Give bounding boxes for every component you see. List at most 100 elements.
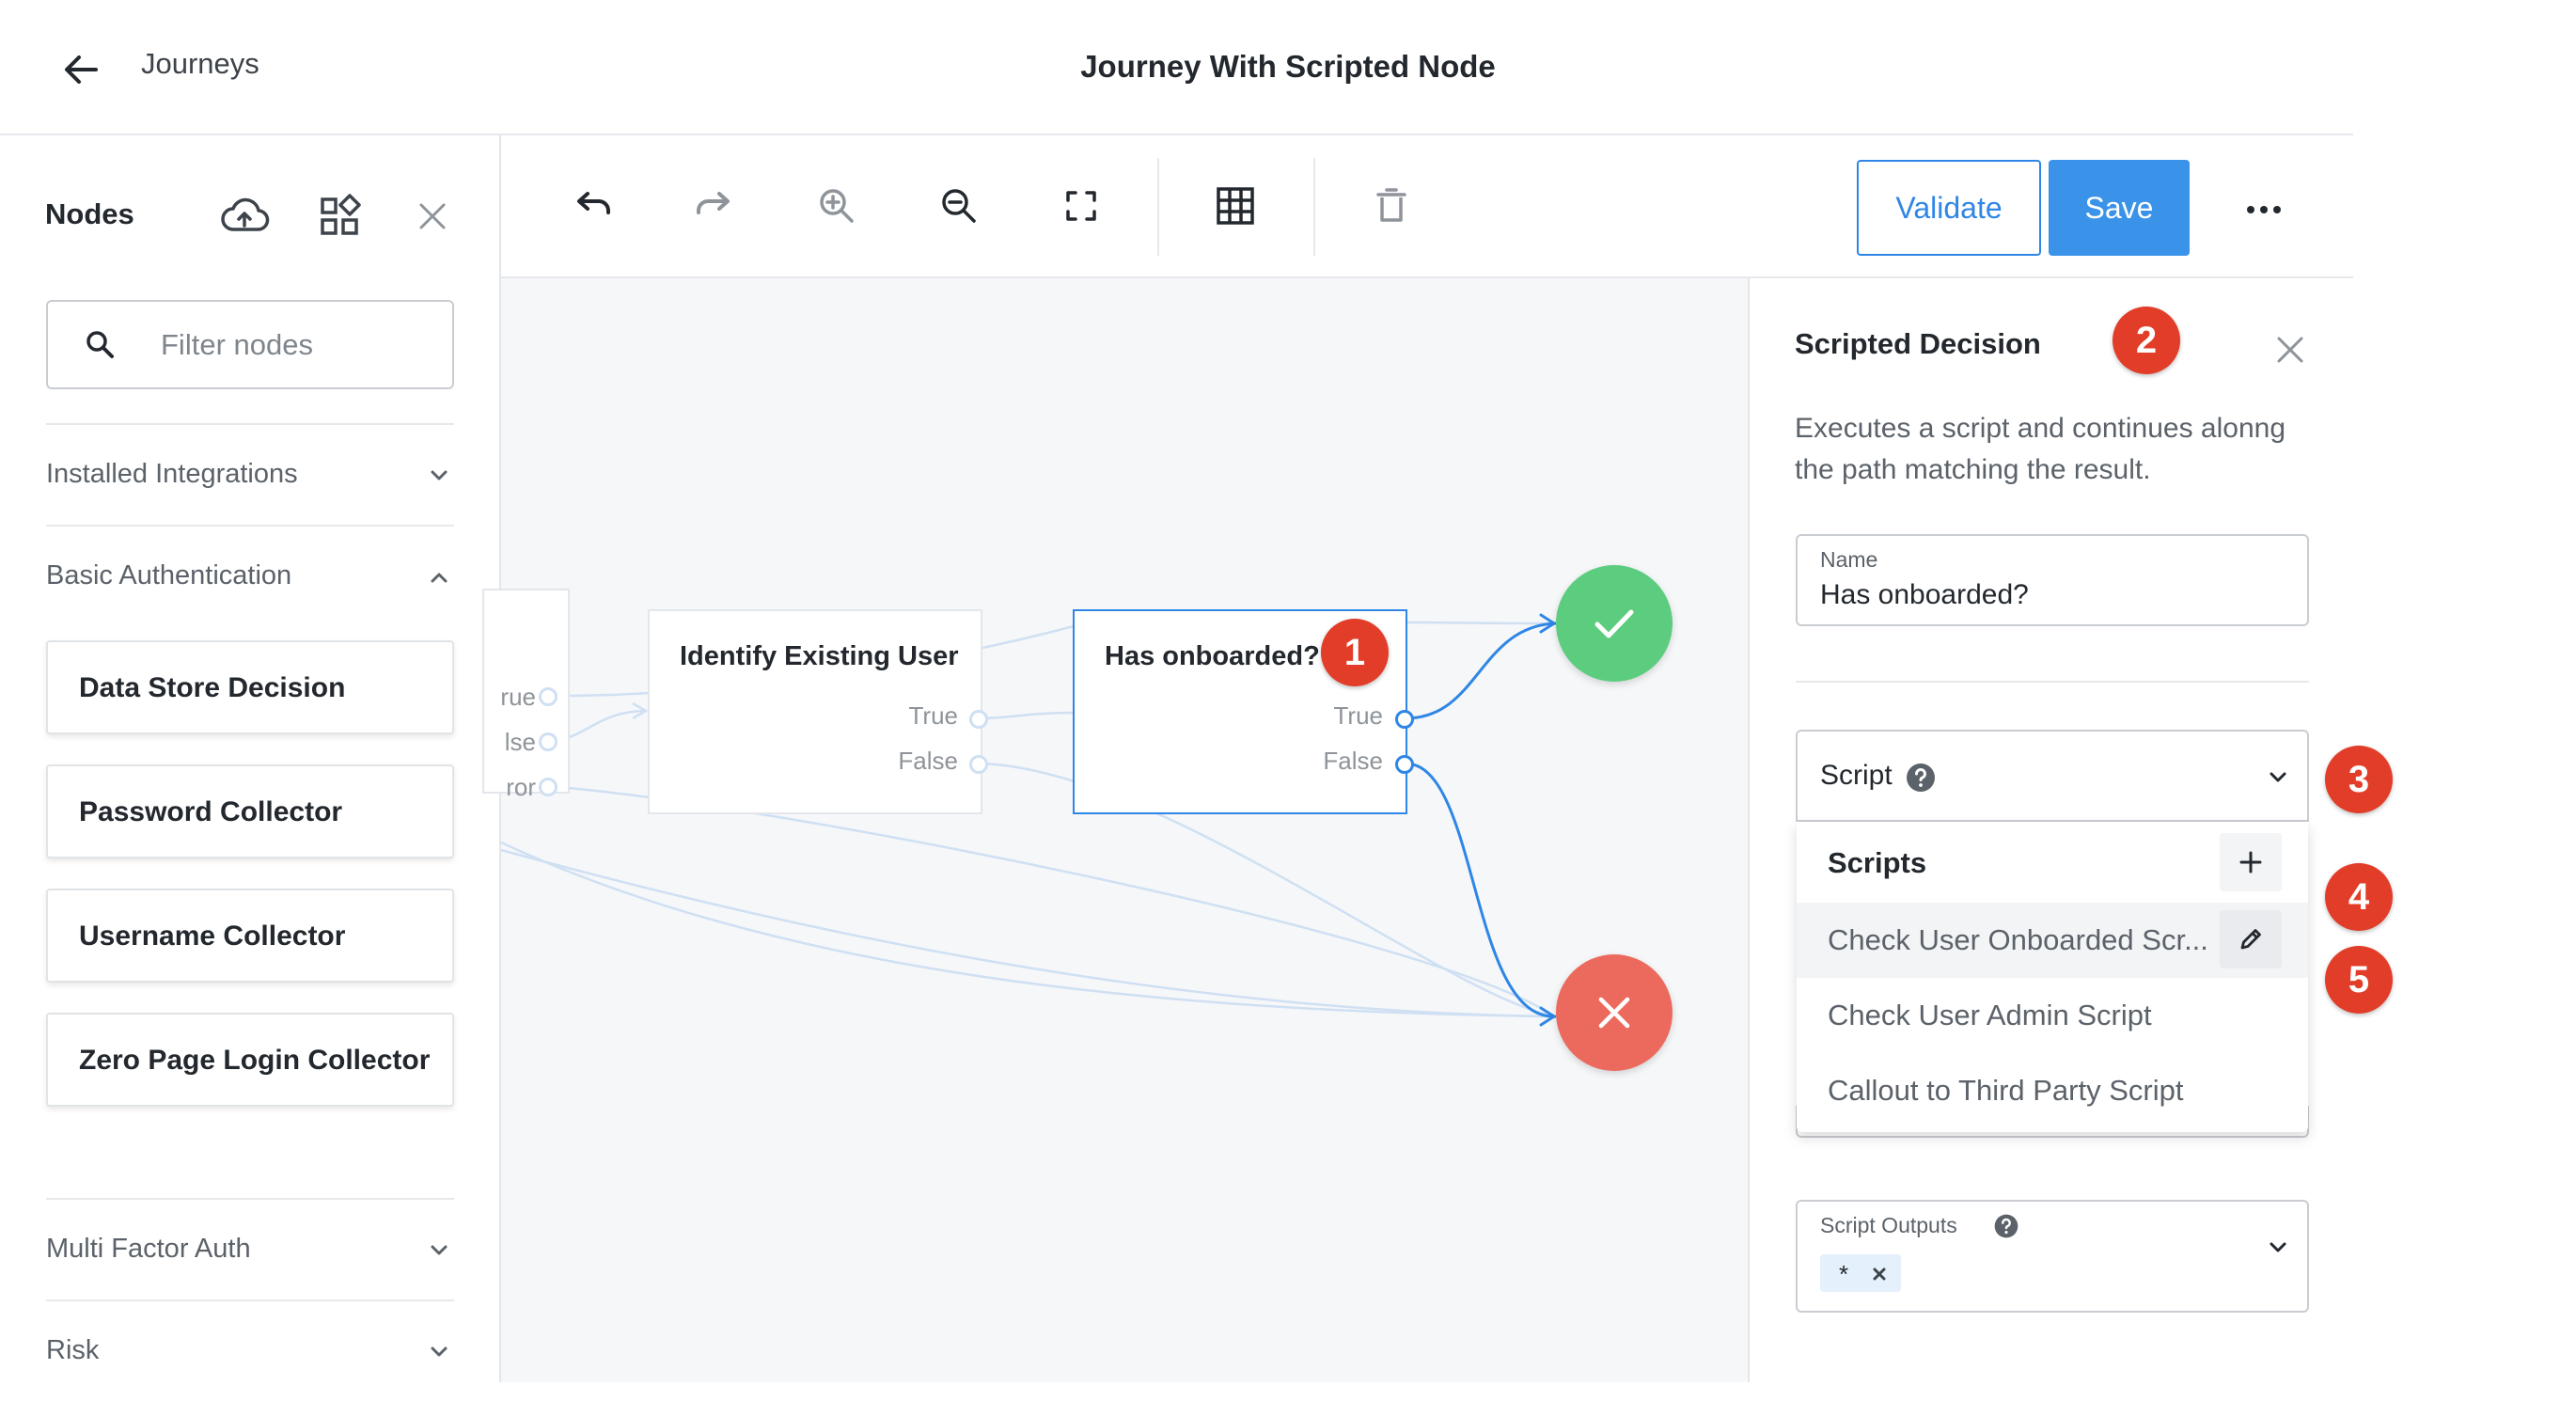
checkmark-icon (1594, 609, 1634, 638)
output-port-false[interactable] (1395, 755, 1414, 774)
scripts-header: Scripts (1797, 822, 2308, 903)
script-select[interactable]: Script (1796, 730, 2309, 822)
remove-chip-icon[interactable] (1871, 1266, 1888, 1283)
node-password-collector[interactable]: Password Collector (46, 764, 454, 858)
node-title: Identify Existing User (680, 641, 959, 671)
output-port[interactable] (539, 732, 558, 751)
node-label: Data Store Decision (79, 672, 346, 703)
chip-label: * (1839, 1260, 1849, 1288)
edge-identify-false (978, 762, 1555, 1018)
edit-script-button[interactable] (2220, 910, 2282, 968)
add-script-button[interactable] (2220, 833, 2282, 891)
partial-node[interactable]: rue lse ror (482, 589, 570, 801)
chevron-down-icon (2270, 1242, 2286, 1252)
nodes-panel: Nodes Installed Integrations Basic Authe… (0, 135, 501, 1382)
callout-badge-4: 4 (2325, 863, 2393, 931)
arrow-left-icon[interactable] (58, 47, 103, 92)
name-value: Has onboarded? (1820, 579, 2029, 610)
cloud-upload-icon[interactable] (220, 192, 270, 241)
failure-node[interactable] (1556, 954, 1673, 1071)
journey-canvas[interactable]: rue lse ror Identify Existing User True … (482, 278, 1748, 1382)
plus-icon (2239, 851, 2262, 874)
callout-badge-5: 5 (2325, 946, 2393, 1014)
editor-toolbar: Validate Save (501, 135, 2353, 278)
script-option[interactable]: Callout to Third Party Script (1797, 1053, 2308, 1128)
toolbar-divider (1313, 158, 1315, 256)
category-risk[interactable]: Risk (46, 1299, 454, 1401)
node-title: Has onboarded? (1105, 641, 1320, 671)
script-outputs-field[interactable]: Script Outputs * (1796, 1200, 2309, 1313)
filter-nodes-field[interactable] (46, 300, 454, 389)
output-port[interactable] (539, 778, 558, 796)
node-data-store-decision[interactable]: Data Store Decision (46, 640, 454, 734)
validate-button[interactable]: Validate (1857, 160, 2041, 256)
grid-icon[interactable] (1214, 184, 1257, 228)
widgets-icon[interactable] (316, 192, 365, 241)
output-chip: * (1820, 1254, 1901, 1292)
arrow-failure (1539, 1006, 1557, 1027)
edge-identify-true (978, 711, 1075, 720)
node-zero-page-login-collector[interactable]: Zero Page Login Collector (46, 1013, 454, 1107)
more-options-icon[interactable] (2242, 188, 2285, 231)
callout-badge-1: 1 (1321, 619, 1389, 686)
save-button[interactable]: Save (2049, 160, 2190, 256)
output-false-label: False (898, 747, 958, 775)
edge-partial-lower (500, 841, 1555, 1018)
output-false-label: False (1323, 747, 1383, 775)
close-icon (1598, 997, 1630, 1029)
name-field[interactable]: Name Has onboarded? (1796, 534, 2309, 626)
output-port-true[interactable] (1395, 710, 1414, 729)
success-node[interactable] (1556, 565, 1673, 682)
chevron-down-icon (431, 1346, 448, 1357)
help-icon[interactable] (1905, 762, 1937, 794)
help-icon[interactable] (1993, 1213, 2019, 1239)
undo-icon[interactable] (571, 184, 614, 228)
app-header: Journeys Journey With Scripted Node (0, 0, 2353, 135)
field-label: Name (1820, 547, 1878, 572)
zoom-in-icon[interactable] (815, 184, 858, 228)
node-properties-panel: Scripted Decision 2 Executes a script an… (1748, 278, 2393, 1382)
category-label: Basic Authentication (46, 560, 292, 590)
back-to-journeys-link[interactable]: Journeys (141, 47, 259, 80)
output-port[interactable] (539, 687, 558, 706)
trash-icon[interactable] (1370, 184, 1413, 228)
panel-title: Scripted Decision (1795, 327, 2041, 360)
category-basic-authentication[interactable]: Basic Authentication (46, 525, 454, 626)
script-option[interactable]: Check User Admin Script (1797, 978, 2308, 1053)
field-label: Script Outputs (1820, 1213, 1957, 1237)
divider (1796, 681, 2309, 683)
category-installed-integrations[interactable]: Installed Integrations (46, 423, 454, 525)
category-multi-factor-auth[interactable]: Multi Factor Auth (46, 1198, 454, 1299)
category-label: Multi Factor Auth (46, 1234, 251, 1264)
close-icon[interactable] (2270, 330, 2310, 370)
edge-decision-false (1405, 762, 1557, 1018)
page-title: Journey With Scripted Node (1080, 49, 1496, 84)
chevron-down-icon (431, 1245, 448, 1255)
node-label: Zero Page Login Collector (79, 1045, 431, 1076)
nodes-panel-title: Nodes (45, 197, 134, 230)
pencil-icon (2240, 929, 2261, 950)
search-icon (86, 331, 114, 358)
zoom-out-icon[interactable] (937, 184, 981, 228)
fit-to-screen-icon[interactable] (1060, 184, 1103, 228)
output-true-label: True (908, 701, 959, 730)
node-username-collector[interactable]: Username Collector (46, 889, 454, 983)
identify-existing-user-node[interactable]: Identify Existing User True False (648, 609, 982, 814)
edge-decision-true (1405, 622, 1557, 720)
script-option[interactable]: Check User Onboarded Scr... (1797, 903, 2308, 978)
node-label: Username Collector (79, 921, 346, 952)
filter-nodes-input[interactable] (161, 321, 433, 370)
arrow-identify (632, 701, 649, 720)
category-label: Risk (46, 1335, 100, 1365)
partial-output-true: rue (500, 683, 536, 711)
redo-icon[interactable] (693, 184, 736, 228)
script-dropdown-menu: Scripts Check User Onboarded Scr... Chec… (1797, 822, 2308, 1132)
output-port[interactable] (969, 755, 988, 774)
chevron-up-icon (431, 573, 448, 583)
node-label: Password Collector (79, 796, 343, 827)
chevron-down-icon (431, 470, 448, 480)
node-description: Executes a script and continues alonng t… (1795, 413, 2285, 485)
close-icon[interactable] (408, 192, 457, 241)
connection-lines (500, 613, 1557, 1027)
output-port[interactable] (969, 710, 988, 729)
